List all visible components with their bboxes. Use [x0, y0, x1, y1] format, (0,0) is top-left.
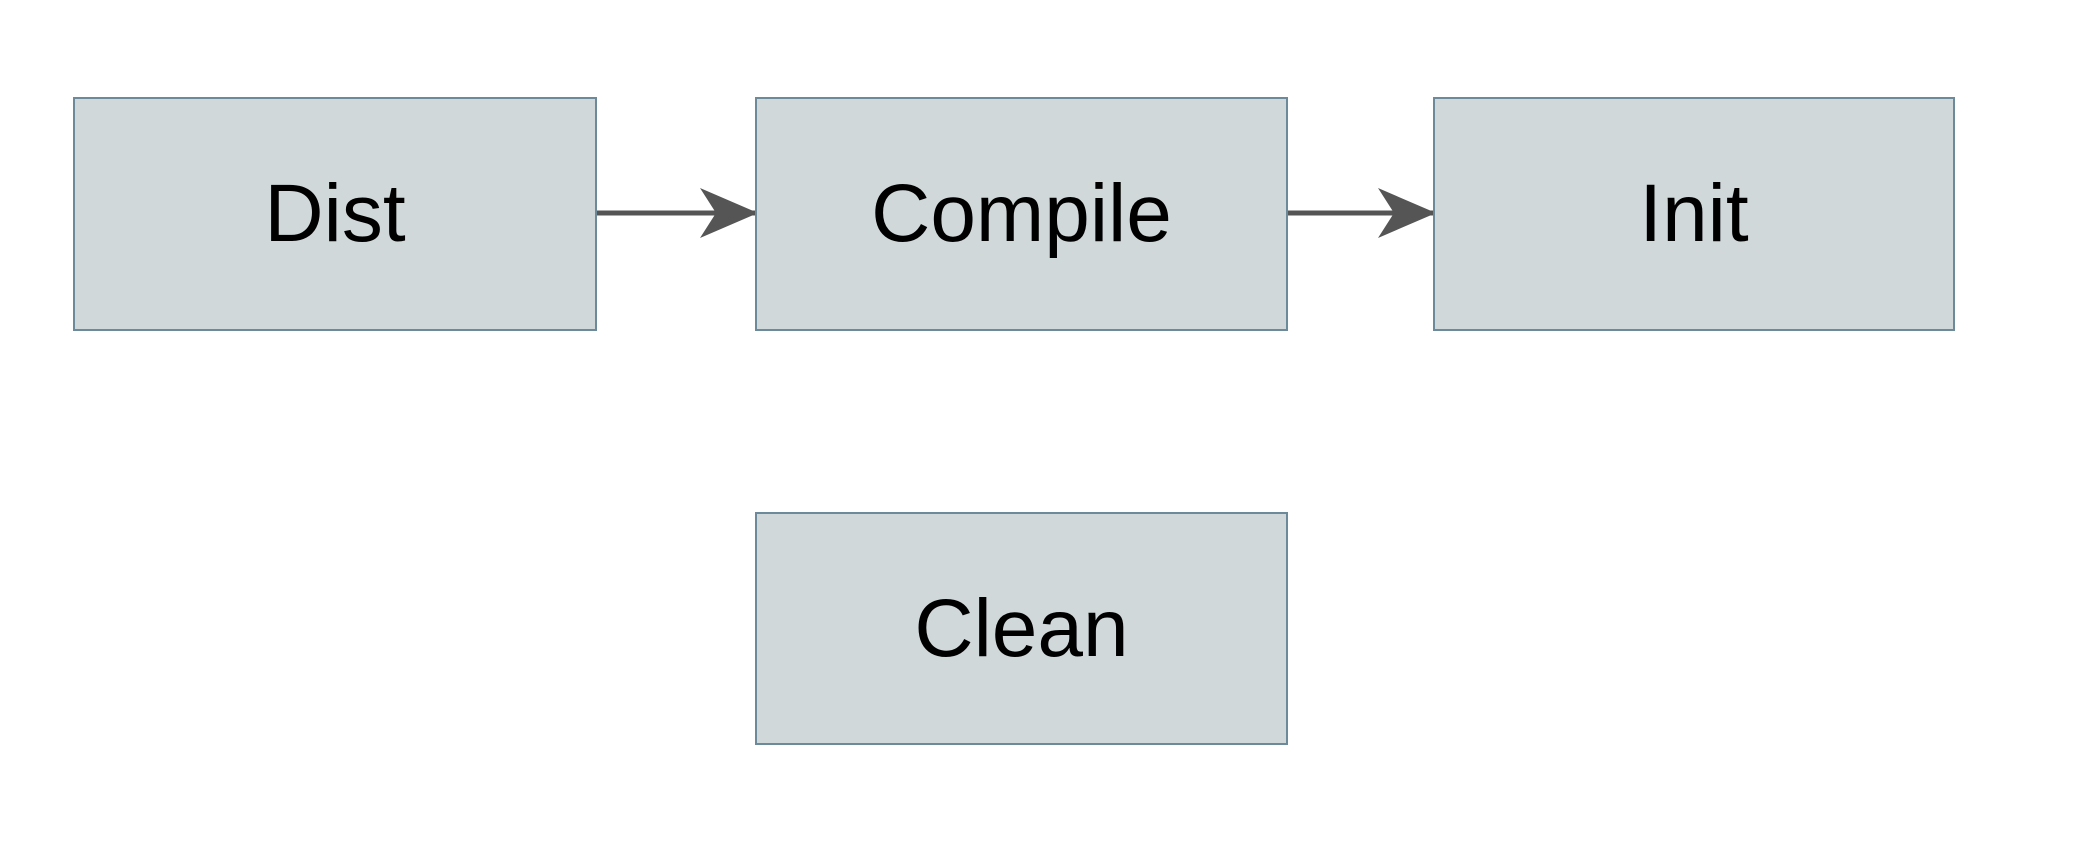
node-compile[interactable]: Compile: [755, 97, 1288, 331]
node-label-init: Init: [1639, 168, 1749, 259]
node-clean[interactable]: Clean: [755, 512, 1288, 745]
node-label-compile: Compile: [871, 168, 1172, 259]
node-dist[interactable]: Dist: [73, 97, 597, 331]
node-label-clean: Clean: [914, 582, 1129, 674]
node-init[interactable]: Init: [1433, 97, 1955, 331]
node-label-dist: Dist: [264, 168, 406, 259]
